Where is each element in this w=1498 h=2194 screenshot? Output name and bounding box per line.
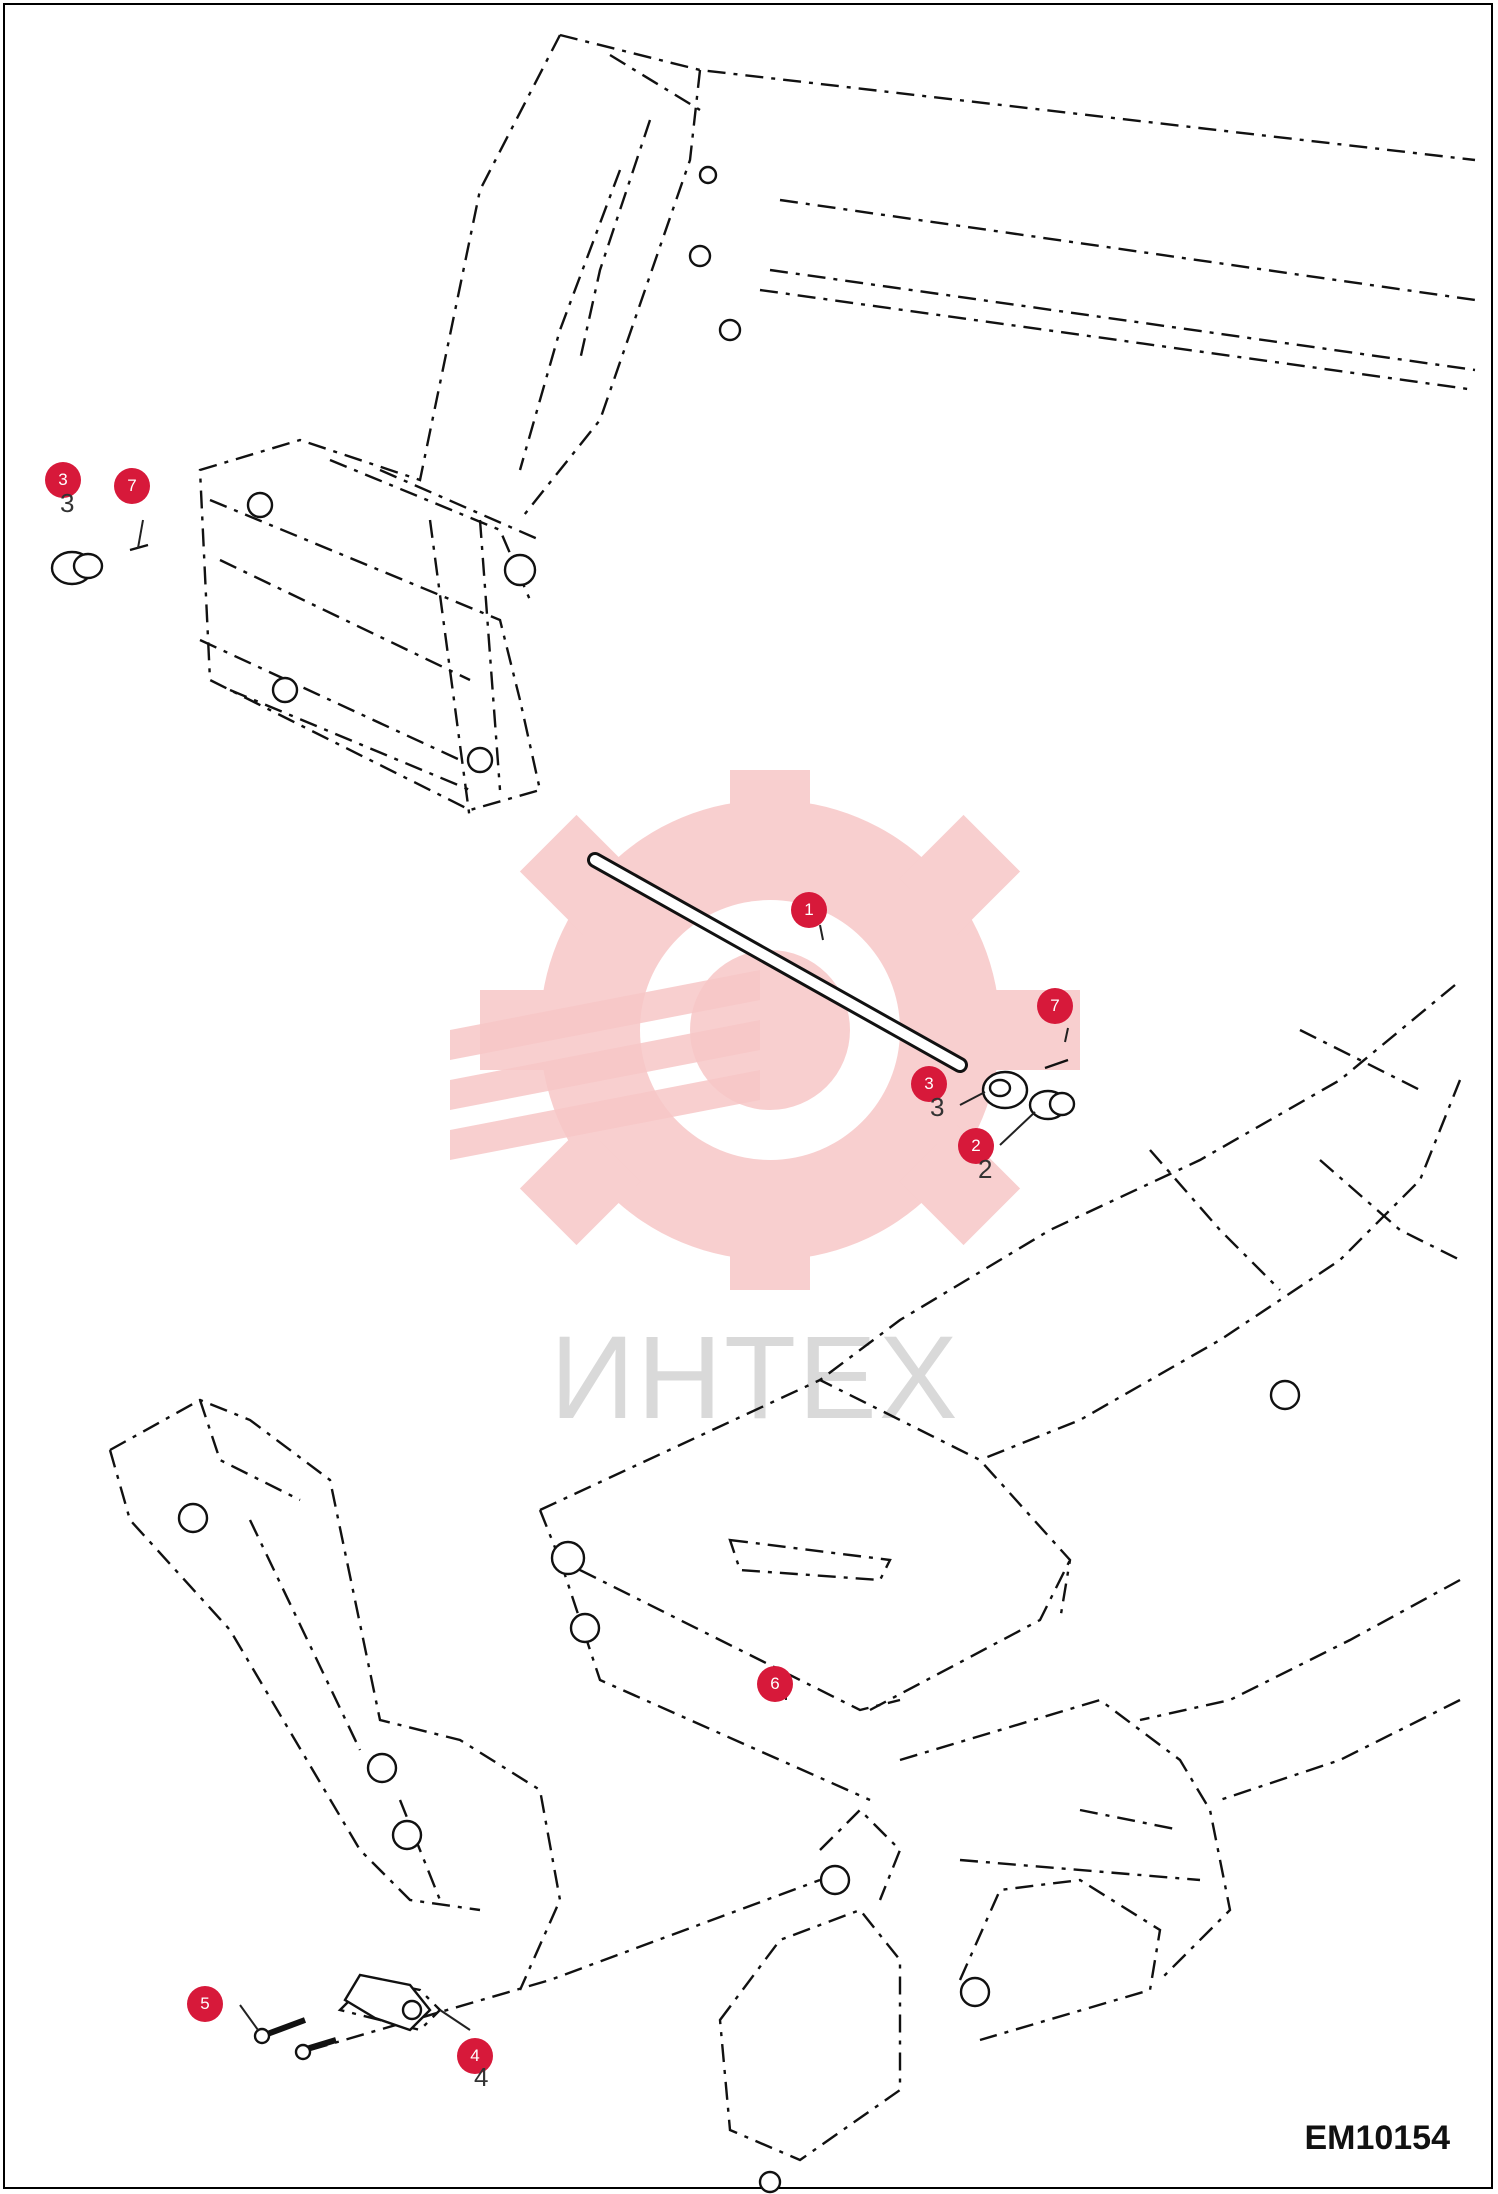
part-number-4: 4 xyxy=(474,2062,489,2092)
callout-3-left: 3 xyxy=(45,462,81,498)
callout-7-left: 7 xyxy=(114,468,150,504)
boom-top-edge xyxy=(559,33,1476,162)
diagram-frame xyxy=(3,3,1493,2189)
callout-2: 2 xyxy=(958,1128,994,1164)
callout-3-right: 3 xyxy=(911,1066,947,1102)
callout-7-right: 7 xyxy=(1037,988,1073,1024)
drawing-code: EM10154 xyxy=(1304,2119,1450,2157)
watermark-text: ИНТЕХ xyxy=(550,1312,960,1444)
callout-5: 5 xyxy=(187,1986,223,2022)
part-number-2: 2 xyxy=(978,1154,993,1184)
part-number-3-left: 3 xyxy=(60,488,75,518)
callout-1: 1 xyxy=(791,892,827,928)
callout-4: 4 xyxy=(457,2038,493,2074)
callout-6: 6 xyxy=(757,1666,793,1702)
part-number-3-right: 3 xyxy=(930,1092,945,1122)
